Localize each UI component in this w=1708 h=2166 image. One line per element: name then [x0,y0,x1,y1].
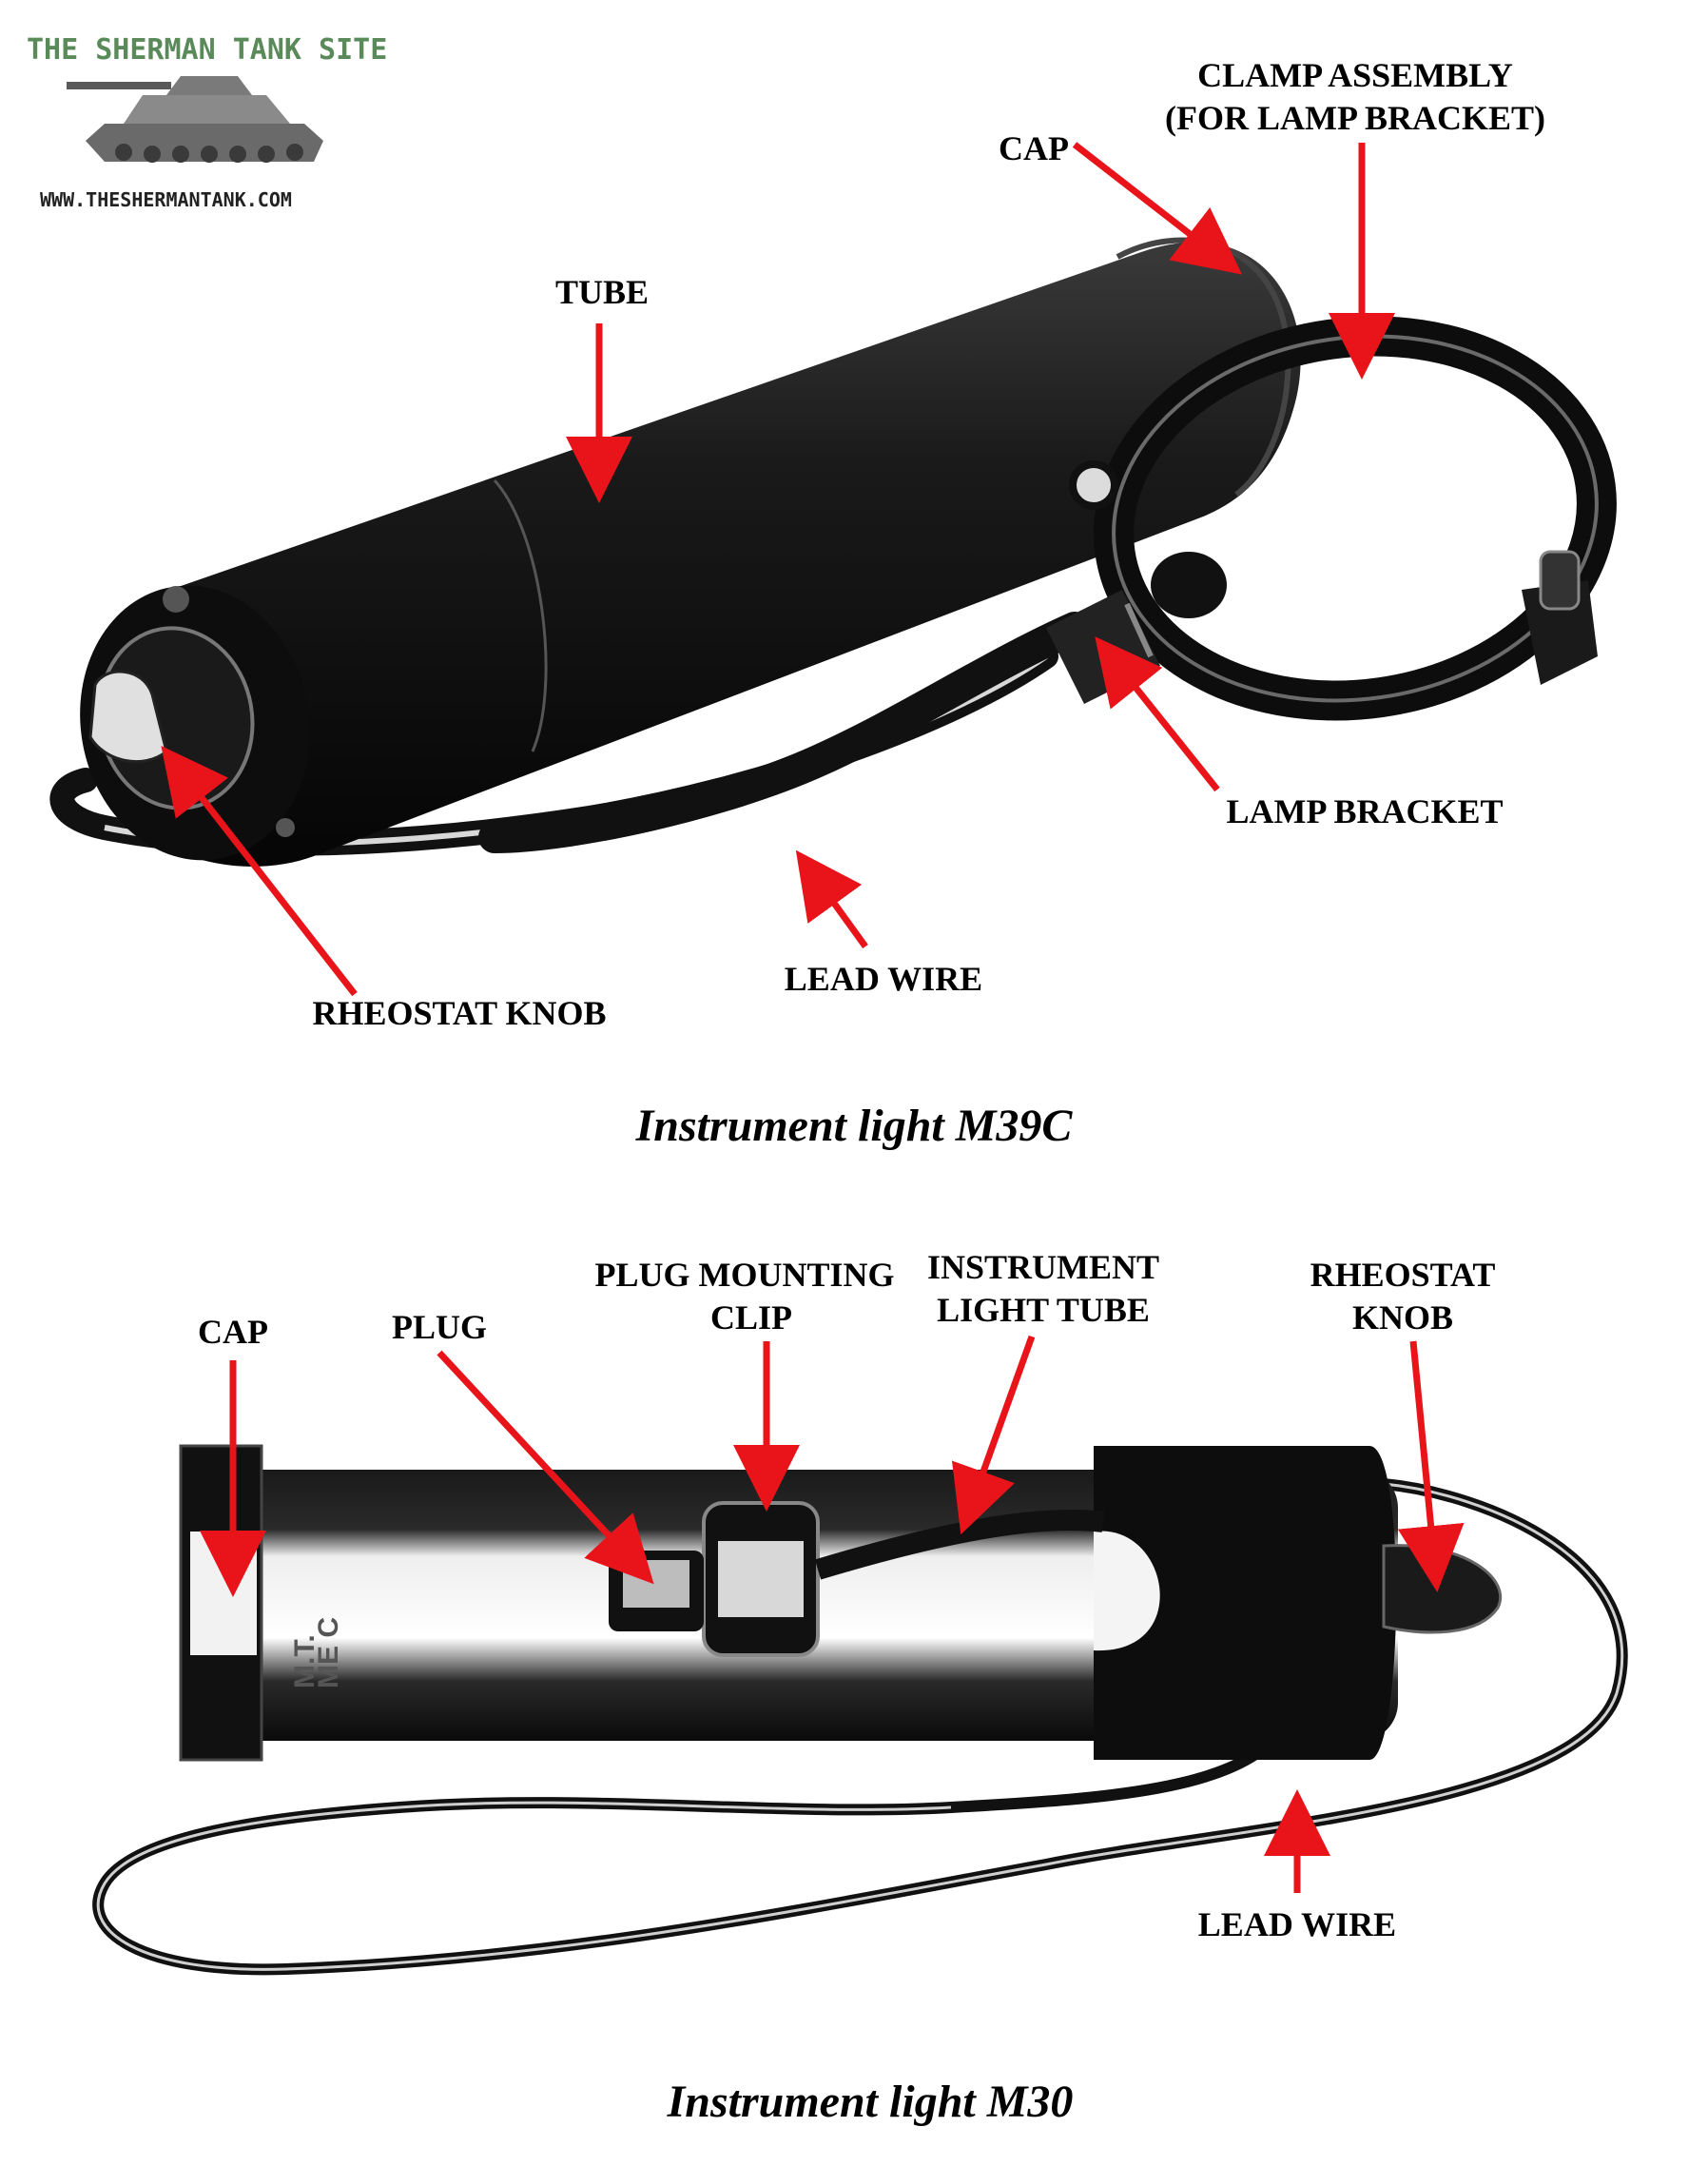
label-instrument-light-tube-line2: LIGHT TUBE [937,1291,1150,1329]
label-cap-bottom: CAP [198,1313,268,1351]
m30-stamp-1: M.T. [289,1634,320,1688]
label-rheostat-knob-bottom-line1: RHEOSTAT [1310,1256,1496,1294]
arrow-cap-top [1072,142,1243,275]
arrow-rheostat-knob-top [161,745,358,997]
label-cap-top: CAP [999,129,1069,167]
caption-m39c: Instrument light M39C [635,1101,1074,1151]
m39c-arrows [161,142,1395,997]
label-lead-wire-bottom: LEAD WIRE [1198,1905,1396,1943]
label-rheostat-knob-bottom-line2: KNOB [1352,1298,1453,1337]
arrow-lamp-bracket [1095,636,1220,792]
label-instrument-light-tube-line1: INSTRUMENT [927,1248,1159,1286]
label-plug-mounting-clip-line2: CLIP [710,1298,792,1337]
caption-m30: Instrument light M30 [667,2077,1074,2127]
site-logo: THE SHERMAN TANK SITE WWW.THESHERMANTANK… [27,33,387,211]
instrument-light-m39c [49,237,1617,867]
m39c-labels: CLAMP ASSEMBLY (FOR LAMP BRACKET) CAP TU… [312,56,1545,1151]
arrow-plug [437,1350,654,1585]
tank-icon [67,76,323,163]
label-rheostat-knob-top: RHEOSTAT KNOB [312,994,606,1032]
label-clamp-assembly-line1: CLAMP ASSEMBLY [1197,56,1513,94]
m30-arrows [200,1335,1465,1893]
label-plug: PLUG [392,1308,487,1346]
arrow-rheostat-knob-bottom [1397,1340,1465,1592]
m30-stamp-2: ME C [313,1617,344,1688]
label-tube: TUBE [555,273,649,311]
m39c-tube-drawing [92,242,1301,867]
label-plug-mounting-clip-line1: PLUG MOUNTING [595,1256,895,1294]
logo-title: THE SHERMAN TANK SITE [27,33,387,67]
arrow-lead-wire-top [795,849,868,949]
instrument-light-m30: M.T. ME C [92,1444,1628,1976]
logo-url: WWW.THESHERMANTANK.COM [40,188,292,211]
m30-labels: CAP PLUG PLUG MOUNTING CLIP INSTRUMENT L… [198,1248,1495,2127]
arrow-instrument-light-tube [951,1335,1036,1535]
label-lamp-bracket: LAMP BRACKET [1226,792,1503,830]
label-clamp-assembly-line2: (FOR LAMP BRACKET) [1165,99,1545,137]
label-lead-wire-top: LEAD WIRE [785,960,982,998]
